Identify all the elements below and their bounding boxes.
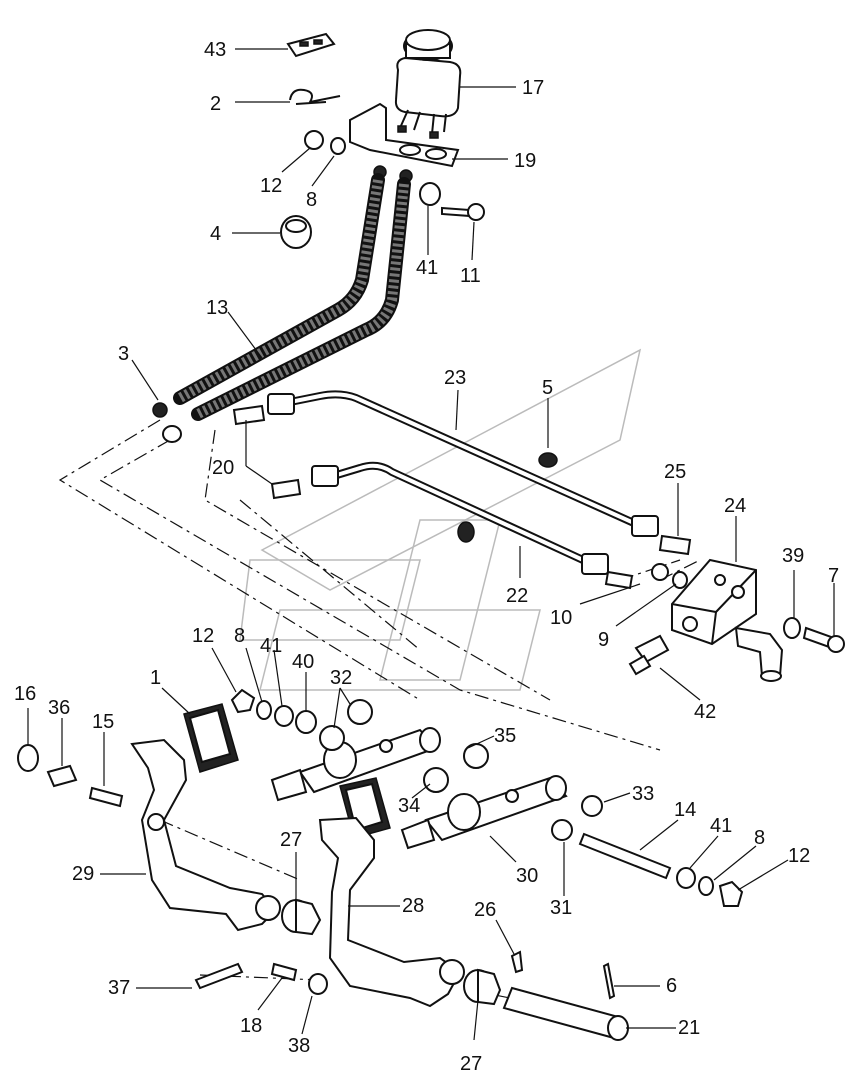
- part-label-15: 15: [92, 711, 114, 733]
- part-label-23: 23: [444, 367, 466, 389]
- part-label-12-top: 12: [260, 175, 282, 197]
- leader-lines: [27, 48, 835, 1041]
- washer-bolt-right: [783, 617, 845, 653]
- part-label-6: 6: [666, 975, 677, 997]
- part-label-12-mid: 12: [192, 625, 214, 647]
- part-label-26: 26: [474, 899, 496, 921]
- part-label-4: 4: [210, 223, 221, 245]
- part-label-32: 32: [330, 667, 352, 689]
- distributor-block: [671, 558, 757, 646]
- part-label-37: 37: [108, 977, 130, 999]
- part-label-3: 3: [118, 343, 129, 365]
- part-label-34: 34: [398, 795, 420, 817]
- part-labels: 43 2 17 19 12 8 4 41 11 13 3 23 5 20 25 …: [14, 39, 839, 1075]
- part-label-21: 21: [678, 1017, 700, 1039]
- part-label-9: 9: [598, 629, 609, 651]
- part-label-27-upper: 27: [280, 829, 302, 851]
- part-label-33: 33: [632, 783, 654, 805]
- part-label-41-top: 41: [416, 257, 438, 279]
- part-label-10: 10: [550, 607, 572, 629]
- part-label-27-lower: 27: [460, 1053, 482, 1075]
- part-label-8-right: 8: [754, 827, 765, 849]
- left-small-parts: [17, 744, 124, 808]
- brake-pedal-left: [130, 738, 281, 932]
- bushing-upper: [281, 898, 322, 936]
- part-label-13: 13: [206, 297, 228, 319]
- part-label-28: 28: [402, 895, 424, 917]
- part-label-20: 20: [212, 457, 234, 479]
- pedal-shaft: [502, 986, 629, 1041]
- brake-pipes: [267, 390, 659, 575]
- part-label-43: 43: [204, 39, 226, 61]
- pedal-pad-upper: [183, 703, 239, 773]
- bushing-lower: [463, 968, 502, 1006]
- part-label-8-mid: 8: [234, 625, 245, 647]
- washer-row-left: [230, 688, 317, 734]
- part-label-39: 39: [782, 545, 804, 567]
- label-plate: [286, 32, 336, 58]
- part-label-41-mid: 41: [260, 635, 282, 657]
- part-label-38: 38: [288, 1035, 310, 1057]
- part-label-2: 2: [210, 93, 221, 115]
- part-label-5: 5: [542, 377, 553, 399]
- part-label-1: 1: [150, 667, 161, 689]
- part-label-8-top: 8: [306, 189, 317, 211]
- tie-rod: [578, 832, 744, 907]
- part-label-17: 17: [522, 77, 544, 99]
- hoses: [173, 173, 411, 421]
- part-label-42: 42: [694, 701, 716, 723]
- part-label-36: 36: [48, 697, 70, 719]
- master-cylinder-upper: [270, 699, 441, 802]
- part-label-7: 7: [828, 565, 839, 587]
- part-label-11: 11: [460, 265, 481, 287]
- part-label-24: 24: [724, 495, 746, 517]
- bottom-small-parts: [194, 950, 616, 1000]
- part-label-29: 29: [72, 863, 94, 885]
- part-label-12-right: 12: [788, 845, 810, 867]
- pressure-switch: [628, 634, 670, 676]
- part-label-19: 19: [514, 150, 536, 172]
- assembly-lines: [58, 419, 701, 1001]
- part-label-22: 22: [506, 585, 528, 607]
- elbow-fitting: [734, 626, 784, 682]
- bracket: [349, 102, 460, 168]
- part-label-41-right: 41: [710, 815, 732, 837]
- part-label-18: 18: [240, 1015, 262, 1037]
- part-label-16: 16: [14, 683, 36, 705]
- part-label-35: 35: [494, 725, 516, 747]
- part-label-40: 40: [292, 651, 314, 673]
- master-cylinder-lower: [400, 743, 603, 850]
- reservoir: [394, 29, 462, 139]
- part-label-31: 31: [550, 897, 572, 919]
- fittings: [232, 404, 692, 590]
- small-parts-top: [152, 130, 558, 543]
- clip: [289, 88, 341, 105]
- part-label-30: 30: [516, 865, 538, 887]
- part-label-14: 14: [674, 799, 696, 821]
- part-label-25: 25: [664, 461, 686, 483]
- watermark-logo: [239, 348, 642, 691]
- brake-pedal-right: [318, 816, 465, 1008]
